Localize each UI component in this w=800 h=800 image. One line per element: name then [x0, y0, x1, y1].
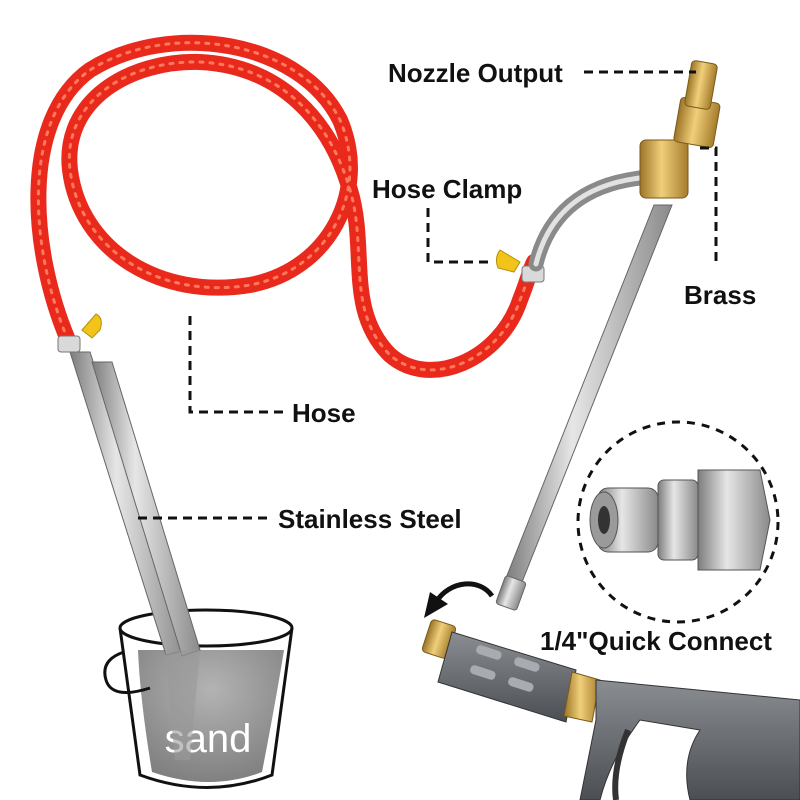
- label-brass: Brass: [684, 280, 756, 310]
- label-hose: Hose: [292, 398, 356, 428]
- gun-brass-fitting: [563, 671, 601, 723]
- label-hose-clamp: Hose Clamp: [372, 174, 522, 204]
- label-nozzle-output: Nozzle Output: [388, 58, 563, 88]
- tube-in-sand: [165, 650, 200, 760]
- bucket-rim: [118, 608, 294, 648]
- label-stainless-steel: Stainless Steel: [278, 504, 462, 534]
- connect-arrow: [424, 581, 495, 618]
- quick-connect-plug: [495, 575, 527, 611]
- detail-collar: [657, 479, 699, 561]
- gun-lance-grip: [437, 631, 577, 723]
- leader-hose: [188, 316, 284, 414]
- pickup-tube-right: [91, 361, 201, 657]
- hose-clamp-left: [57, 313, 102, 353]
- leader-hose-clamp: [426, 208, 490, 264]
- detail-hex: [697, 469, 771, 571]
- leader-lines: [138, 70, 718, 520]
- connect-arrow-curve: [433, 581, 495, 604]
- pressure-washer-gun: [421, 619, 800, 800]
- bucket-body: [118, 627, 294, 789]
- label-quick-connect: 1/4"Quick Connect: [540, 626, 772, 656]
- sand-bucket: sand: [103, 608, 294, 789]
- sand-fill: [138, 650, 284, 782]
- hose-braid: [36, 41, 536, 372]
- pickup-tubes: [69, 351, 201, 760]
- detail-plug-bore: [598, 506, 610, 534]
- leader-brass: [700, 146, 718, 262]
- sandblast-wand: [495, 60, 721, 611]
- gun-grip-slots: [470, 645, 540, 692]
- bucket-handle: [103, 650, 151, 694]
- brass-tee: [639, 139, 689, 199]
- connect-arrow-head: [424, 592, 448, 618]
- quick-connect-detail: [576, 420, 780, 624]
- red-hose: [30, 34, 542, 378]
- gun-trigger: [612, 728, 631, 800]
